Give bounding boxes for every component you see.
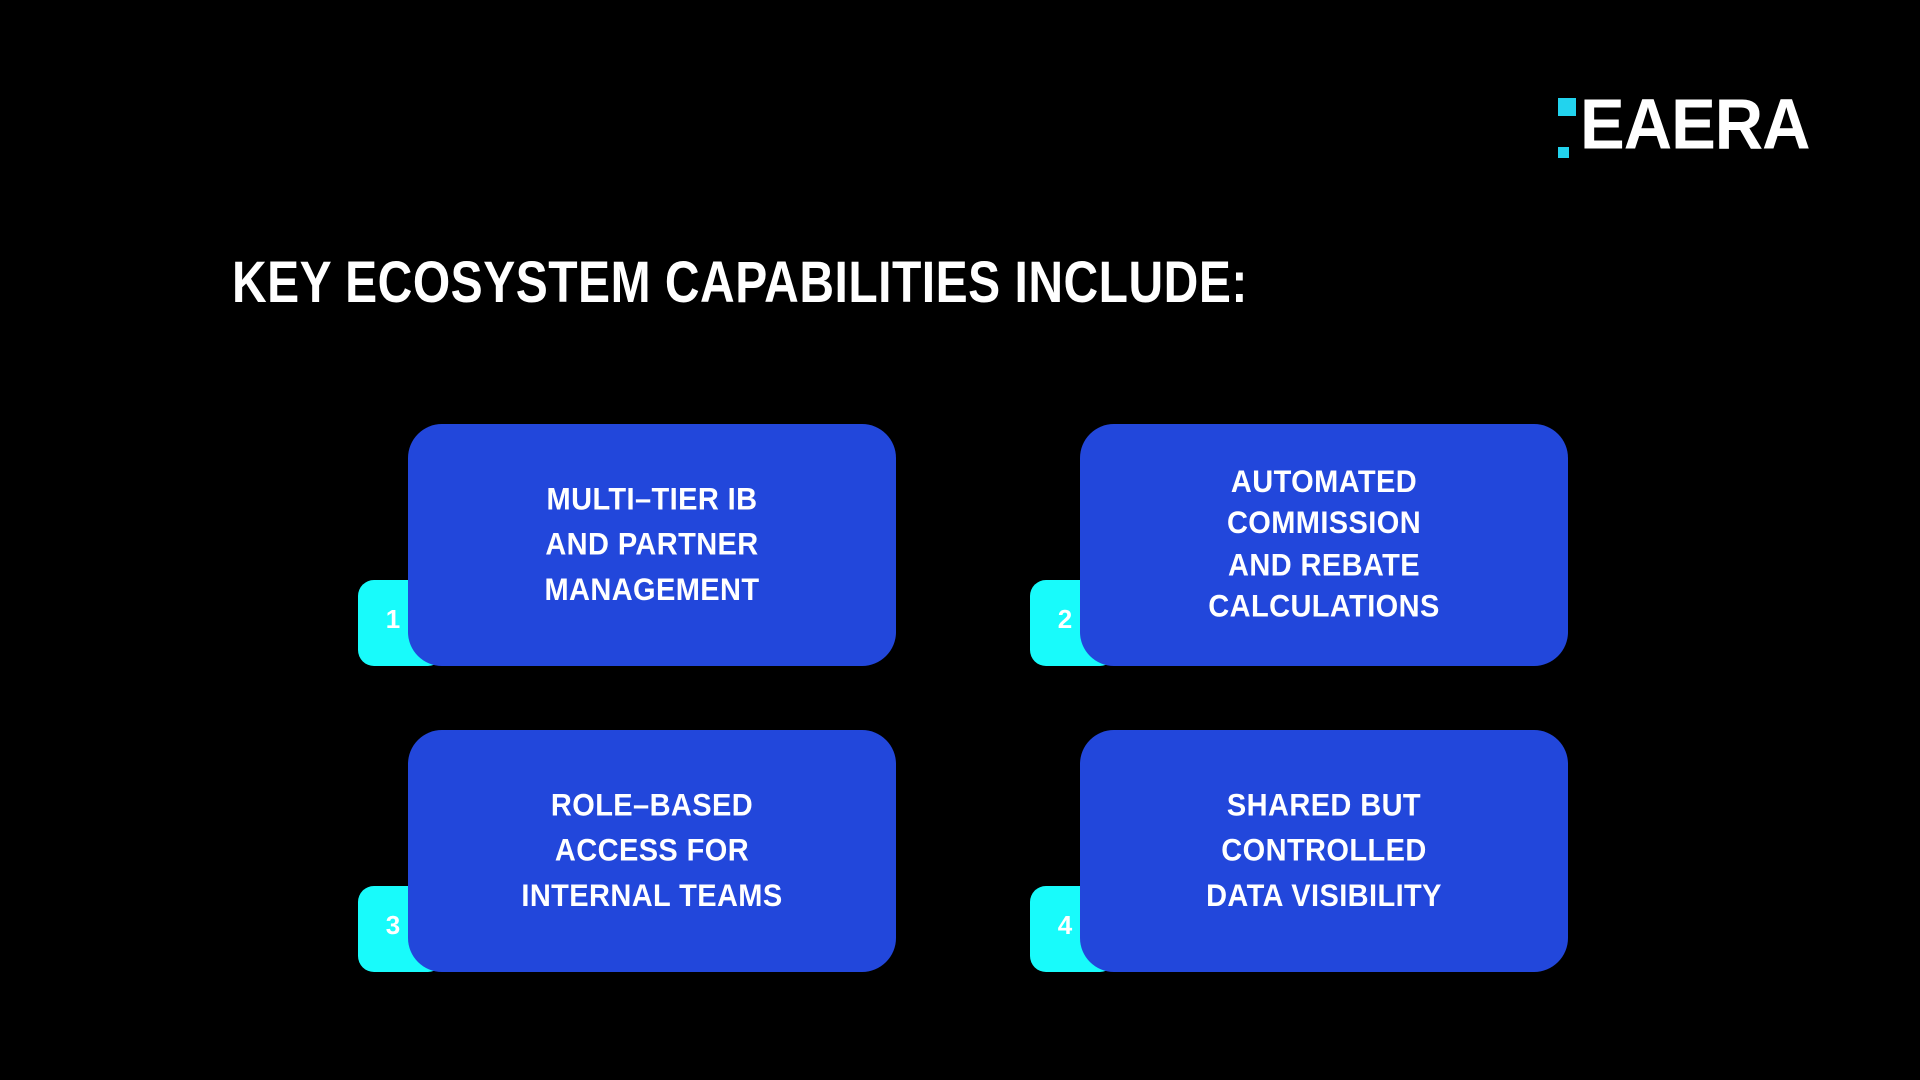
capability-card-3[interactable]: 3 ROLE–BASED ACCESS FOR INTERNAL TEAMS xyxy=(358,730,898,972)
card-body[interactable]: ROLE–BASED ACCESS FOR INTERNAL TEAMS xyxy=(408,730,896,972)
eaera-logo: EAERA xyxy=(1556,84,1811,164)
card-text: SHARED BUT CONTROLLED DATA VISIBILITY xyxy=(1206,788,1442,914)
logo-accent-square-bottom-icon xyxy=(1558,147,1569,158)
card-body[interactable]: MULTI–TIER IB AND PARTNER MANAGEMENT xyxy=(408,424,896,666)
logo-accent-square-top-icon xyxy=(1558,98,1576,116)
capability-card-4[interactable]: 4 SHARED BUT CONTROLLED DATA VISIBILITY xyxy=(1030,730,1570,972)
capability-card-2[interactable]: 2 AUTOMATED COMMISSION AND REBATE CALCUL… xyxy=(1030,424,1570,666)
card-body[interactable]: SHARED BUT CONTROLLED DATA VISIBILITY xyxy=(1080,730,1568,972)
card-body[interactable]: AUTOMATED COMMISSION AND REBATE CALCULAT… xyxy=(1080,424,1568,666)
card-text: AUTOMATED COMMISSION AND REBATE CALCULAT… xyxy=(1208,465,1440,625)
card-text: MULTI–TIER IB AND PARTNER MANAGEMENT xyxy=(544,482,760,608)
page-title: KEY ECOSYSTEM CAPABILITIES INCLUDE: xyxy=(232,250,1248,316)
card-number-label: 4 xyxy=(1057,910,1073,940)
eaera-logo-mark-icon xyxy=(1556,88,1578,160)
capability-card-1[interactable]: 1 MULTI–TIER IB AND PARTNER MANAGEMENT xyxy=(358,424,898,666)
logo-wordmark: EAERA xyxy=(1580,84,1811,164)
card-number-label: 3 xyxy=(385,910,401,940)
card-number-label: 1 xyxy=(385,604,401,634)
capabilities-grid: 1 MULTI–TIER IB AND PARTNER MANAGEMENT 2… xyxy=(358,424,1588,972)
card-number-label: 2 xyxy=(1057,604,1073,634)
card-text: ROLE–BASED ACCESS FOR INTERNAL TEAMS xyxy=(521,788,783,914)
